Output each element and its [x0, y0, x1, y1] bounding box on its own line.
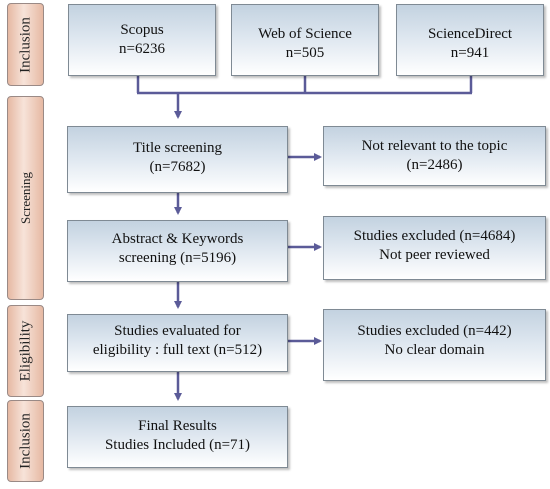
step-abstract-screening-line1: Abstract & Keywords	[111, 231, 244, 247]
step-box-eligibility: Studies evaluated for eligibility : full…	[67, 314, 288, 372]
source-box-sciencedirect: ScienceDirect n=941	[396, 4, 544, 76]
step-title-screening-line1: Title screening	[132, 140, 223, 156]
source-scopus-name: Scopus	[120, 22, 164, 38]
excluded-not-peer-reviewed-line1: Studies excluded (n=4684)	[353, 228, 516, 244]
step-box-abstract-screening: Abstract & Keywords screening (n=5196)	[67, 220, 288, 282]
step-title-screening-line2: (n=7682)	[149, 159, 206, 175]
step-eligibility-line2: eligibility : full text (n=512)	[92, 342, 263, 358]
phase-label-identification: Inclusion	[7, 3, 44, 86]
step-final-line2: Studies Included (n=71)	[104, 437, 251, 453]
source-wos-count: n=505	[285, 45, 325, 61]
source-sciencedirect-count: n=941	[450, 45, 490, 61]
excluded-box-no-domain: Studies excluded (n=442) No clear domain	[323, 309, 546, 381]
step-box-title-screening: Title screening (n=7682)	[67, 126, 288, 193]
phase-label-eligibility: Eligibility	[7, 305, 44, 397]
source-scopus-count: n=6236	[119, 41, 165, 57]
excluded-no-domain-line2: No clear domain	[384, 342, 485, 358]
excluded-not-relevant-line1: Not relevant to the topic	[361, 138, 508, 154]
source-box-scopus: Scopus n=6236	[68, 4, 216, 76]
phase-label-included: Inclusion	[7, 400, 44, 482]
excluded-no-domain-line1: Studies excluded (n=442)	[357, 323, 512, 339]
step-final-line1: Final Results	[138, 418, 217, 434]
excluded-box-not-relevant: Not relevant to the topic (n=2486)	[323, 126, 546, 186]
excluded-not-relevant-line2: (n=2486)	[406, 157, 463, 173]
step-box-final-results: Final Results Studies Included (n=71)	[67, 406, 288, 468]
source-sciencedirect-name: ScienceDirect	[427, 26, 513, 42]
step-abstract-screening-line2: screening (n=5196)	[118, 250, 237, 266]
source-box-web-of-science: Web of Science n=505	[231, 4, 379, 76]
step-eligibility-line1: Studies evaluated for	[114, 323, 241, 339]
source-wos-name: Web of Science	[258, 26, 352, 42]
phase-label-screening: Screening	[7, 96, 44, 300]
excluded-not-peer-reviewed-line2: Not peer reviewed	[379, 247, 490, 263]
excluded-box-not-peer-reviewed: Studies excluded (n=4684) Not peer revie…	[323, 216, 546, 280]
